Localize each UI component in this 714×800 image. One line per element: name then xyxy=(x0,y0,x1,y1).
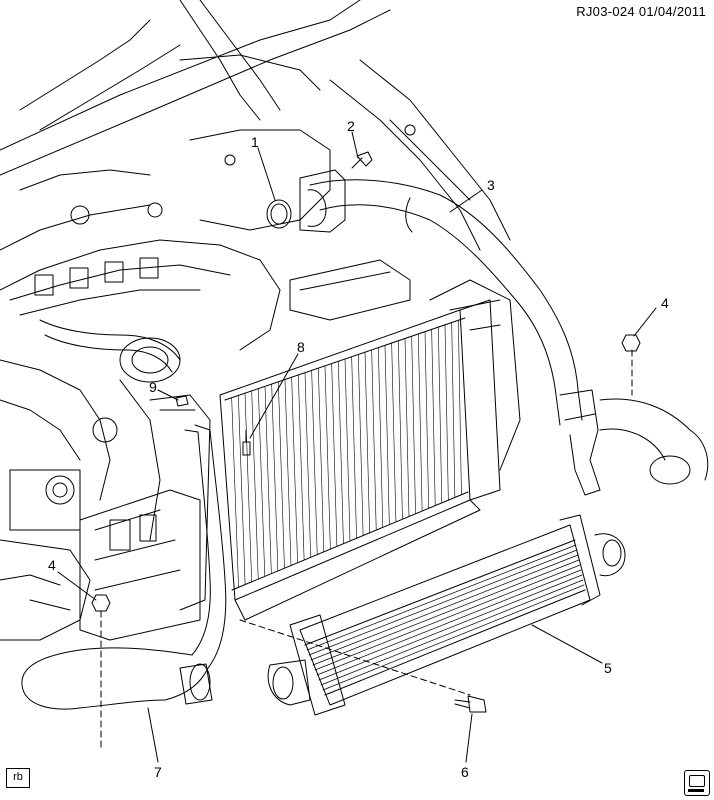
radiator-fin-line xyxy=(424,331,429,509)
radiator-fin-line xyxy=(304,372,311,558)
cooler-fin-line xyxy=(312,559,580,666)
radiator-fin-line xyxy=(271,383,279,572)
radiator-fin-line xyxy=(324,365,331,550)
radiator-fin-line xyxy=(378,347,384,528)
nut-4-lower-drawing xyxy=(91,594,111,612)
cooler-fin-line xyxy=(318,574,583,681)
front-bracket-drawing xyxy=(79,394,211,641)
center-lines xyxy=(100,349,633,751)
radiator-fin-line xyxy=(384,345,390,525)
bolt-9-drawing xyxy=(175,395,189,407)
radiator-fin-line xyxy=(451,322,456,498)
charge-air-cooler-drawing xyxy=(267,514,626,716)
corner-tag: rb xyxy=(6,768,30,788)
radiator-fin-line xyxy=(351,356,357,539)
radiator-fin-line xyxy=(231,397,239,588)
radiator-fin-line xyxy=(318,367,325,553)
radiator-fin-line xyxy=(244,392,252,583)
radiator-fin-line xyxy=(331,363,338,547)
document-number: RJ03-024 xyxy=(576,4,635,19)
radiator-fin-line xyxy=(278,381,285,569)
radiator-fin-line xyxy=(291,376,298,564)
cooler-fin-line xyxy=(314,564,581,671)
callout-3: 3 xyxy=(487,177,495,193)
cooler-fin-line xyxy=(322,584,585,691)
callout-labels: 1 2 3 4 4 5 6 7 8 9 xyxy=(48,118,669,780)
radiator-fin-line xyxy=(431,329,436,506)
radiator-fin-line xyxy=(338,360,344,545)
upper-support-drawing xyxy=(289,259,521,471)
radiator-fin-line xyxy=(418,333,423,512)
callout-2: 2 xyxy=(347,118,355,134)
cooler-fin-line xyxy=(308,549,578,656)
body-frame-drawing xyxy=(0,0,511,251)
callout-4-upper: 4 xyxy=(661,295,669,311)
outlet-hose-drawing xyxy=(21,424,227,710)
manufacturer-logo-icon xyxy=(684,770,710,796)
document-date: 01/04/2011 xyxy=(638,4,706,19)
radiator-fin-line xyxy=(364,351,370,534)
radiator-fin-line xyxy=(258,388,266,577)
document-id: RJ03-024 01/04/2011 xyxy=(576,4,706,19)
radiator-fin-line xyxy=(284,379,292,566)
bolt-2-drawing xyxy=(351,151,373,169)
leader-lines xyxy=(57,131,657,763)
radiator-fin-line xyxy=(298,374,305,561)
callout-9: 9 xyxy=(149,379,157,395)
cooler-fin-line xyxy=(310,554,579,661)
cooler-fin-line xyxy=(316,569,582,676)
radiator-fin-line xyxy=(398,340,403,520)
radiator-condenser-drawing xyxy=(219,299,501,621)
callout-5: 5 xyxy=(604,660,612,676)
seal-drawing xyxy=(266,199,292,229)
bolt-6-drawing xyxy=(454,695,487,713)
radiator-fin-line xyxy=(251,390,259,580)
radiator-fin-line xyxy=(371,349,377,531)
radiator-fin-line xyxy=(391,342,397,523)
radiator-fin-line xyxy=(264,386,272,574)
radiator-fin-line xyxy=(411,335,416,515)
callout-8: 8 xyxy=(297,339,305,355)
radiator-fins xyxy=(231,319,462,588)
charge-air-cooler-fins xyxy=(306,544,585,691)
radiator-fin-line xyxy=(438,326,443,504)
radiator-fin-line xyxy=(311,370,318,555)
nut-4-upper-drawing xyxy=(621,334,641,352)
radiator-fin-line xyxy=(358,354,364,536)
inlet-hose-drawing xyxy=(299,169,709,496)
callout-4-lower: 4 xyxy=(48,557,56,573)
cooler-fin-line xyxy=(306,544,577,651)
radiator-fin-line xyxy=(344,358,351,542)
callout-1: 1 xyxy=(251,134,259,150)
radiator-fin-line xyxy=(404,338,410,517)
bolt-8-drawing xyxy=(242,429,251,456)
callout-7: 7 xyxy=(154,764,162,780)
cooler-fin-line xyxy=(320,579,584,686)
radiator-fin-line xyxy=(444,324,449,501)
radiator-fin-line xyxy=(238,395,246,585)
callout-6: 6 xyxy=(461,764,469,780)
radiator-fin-line xyxy=(458,319,462,496)
